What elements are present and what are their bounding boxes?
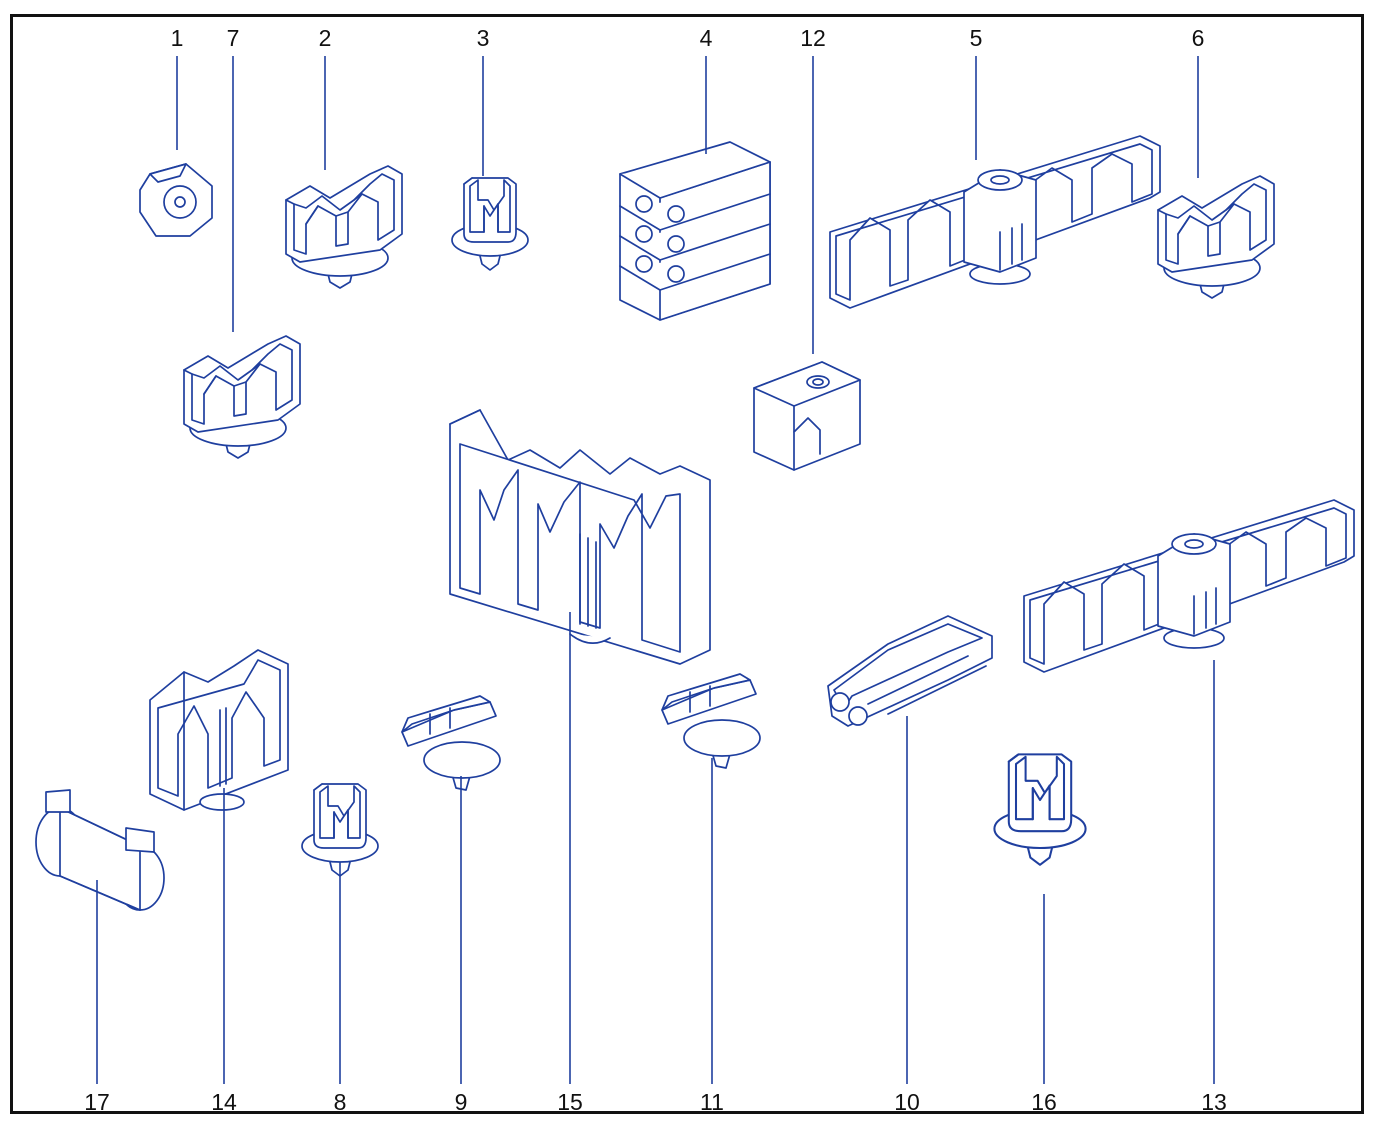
callout-number-6: 6: [1192, 25, 1205, 51]
callout-number-2: 2: [319, 25, 332, 51]
callout-number-4: 4: [700, 25, 713, 51]
part-5-drawing: [829, 135, 1161, 309]
callout-number-16: 16: [1031, 1089, 1057, 1115]
callout-number-15: 15: [557, 1089, 583, 1115]
callout-number-17: 17: [84, 1089, 110, 1115]
part-4-drawing: [619, 141, 771, 321]
callout-number-10: 10: [894, 1089, 920, 1115]
part-9-drawing: [401, 695, 501, 791]
part-16-drawing: [993, 753, 1087, 866]
callout-number-5: 5: [970, 25, 983, 51]
callout-number-13: 13: [1201, 1089, 1227, 1115]
callout-number-14: 14: [211, 1089, 237, 1115]
callout-number-1: 1: [171, 25, 184, 51]
part-11-drawing: [661, 673, 761, 769]
leader-lines: [96, 56, 1215, 1084]
callout-number-7: 7: [227, 25, 240, 51]
part-13-drawing: [1023, 499, 1355, 673]
callout-number-11: 11: [700, 1089, 724, 1115]
callout-number-3: 3: [477, 25, 490, 51]
part-6-drawing: [1157, 175, 1275, 299]
part-1-drawing: [139, 163, 213, 237]
part-7-drawing: [183, 335, 301, 459]
part-17-drawing: [35, 789, 165, 911]
part-2-drawing: [285, 165, 403, 289]
callout-number-9: 9: [455, 1089, 468, 1115]
part-15-drawing: [449, 409, 711, 665]
callout-number-8: 8: [334, 1089, 347, 1115]
callout-number-12: 12: [800, 25, 826, 51]
part-12-drawing: [753, 361, 861, 471]
part-14-drawing: [149, 649, 289, 811]
part-3-drawing: [451, 177, 529, 271]
part-10-drawing: [827, 615, 993, 727]
